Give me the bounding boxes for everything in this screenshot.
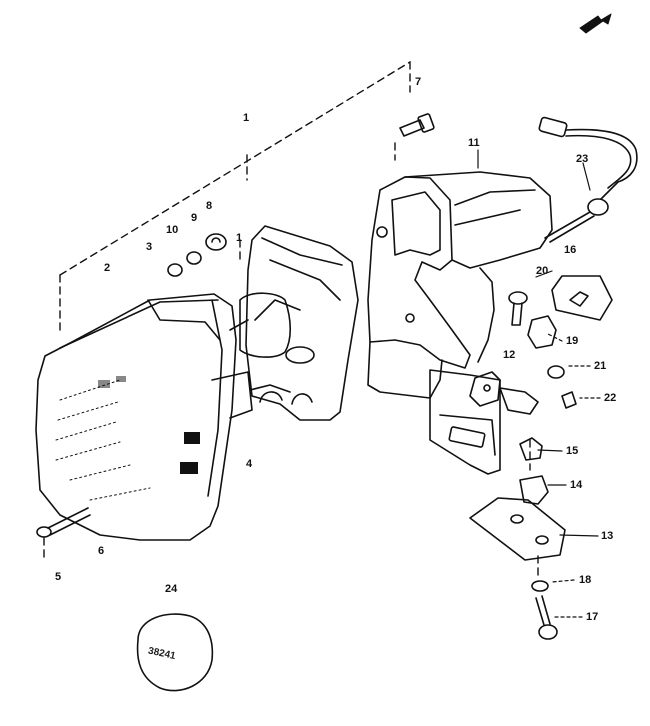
mounting-plate-13 <box>469 497 566 561</box>
callout-1-socket: 1 <box>236 232 243 244</box>
nut-15-spacer-14 <box>519 437 549 505</box>
callout-9: 9 <box>191 212 198 224</box>
spacer-washer-nut <box>527 315 577 409</box>
callout-16: 16 <box>564 244 577 256</box>
callout-17: 17 <box>586 611 599 623</box>
callout-14: 14 <box>570 479 583 491</box>
callout-21: 21 <box>594 360 607 372</box>
lamp-housing <box>239 225 359 421</box>
washer-18-screw-17 <box>531 580 558 640</box>
callout-11: 11 <box>468 137 480 149</box>
tail-lamp-lens <box>35 293 253 541</box>
front-direction-arrow-icon <box>579 13 612 34</box>
decal-text: 38241 <box>147 646 177 663</box>
callout-1: 1 <box>243 112 250 124</box>
callout-3: 3 <box>146 241 153 253</box>
callout-19: 19 <box>566 335 579 347</box>
callout-18: 18 <box>579 574 592 586</box>
callout-23: 23 <box>576 153 589 165</box>
leader-lines <box>477 149 601 618</box>
assembly-guide-lines <box>43 61 539 581</box>
callout-5: 5 <box>55 571 62 583</box>
small-hardware <box>167 233 227 277</box>
callout-24: 24 <box>165 583 178 595</box>
bolt-7 <box>399 113 435 137</box>
callout-10: 10 <box>166 224 179 236</box>
screw-5 <box>36 507 91 538</box>
callout-12: 12 <box>503 349 516 361</box>
callout-7: 7 <box>415 76 422 88</box>
decal-24: 38241 <box>136 613 214 692</box>
callout-4: 4 <box>246 458 253 470</box>
callout-2: 2 <box>104 262 111 274</box>
bolt-20 <box>508 291 528 326</box>
mounting-bracket <box>367 171 553 475</box>
callout-15: 15 <box>566 445 579 457</box>
callout-20: 20 <box>536 265 549 277</box>
callout-6: 6 <box>98 545 105 557</box>
callout-22: 22 <box>604 392 617 404</box>
callout-13: 13 <box>601 530 614 542</box>
callout-8: 8 <box>206 200 213 212</box>
signal-mount-12 <box>469 371 539 415</box>
wiring-harness <box>538 116 638 243</box>
reflector-16 <box>551 275 613 321</box>
